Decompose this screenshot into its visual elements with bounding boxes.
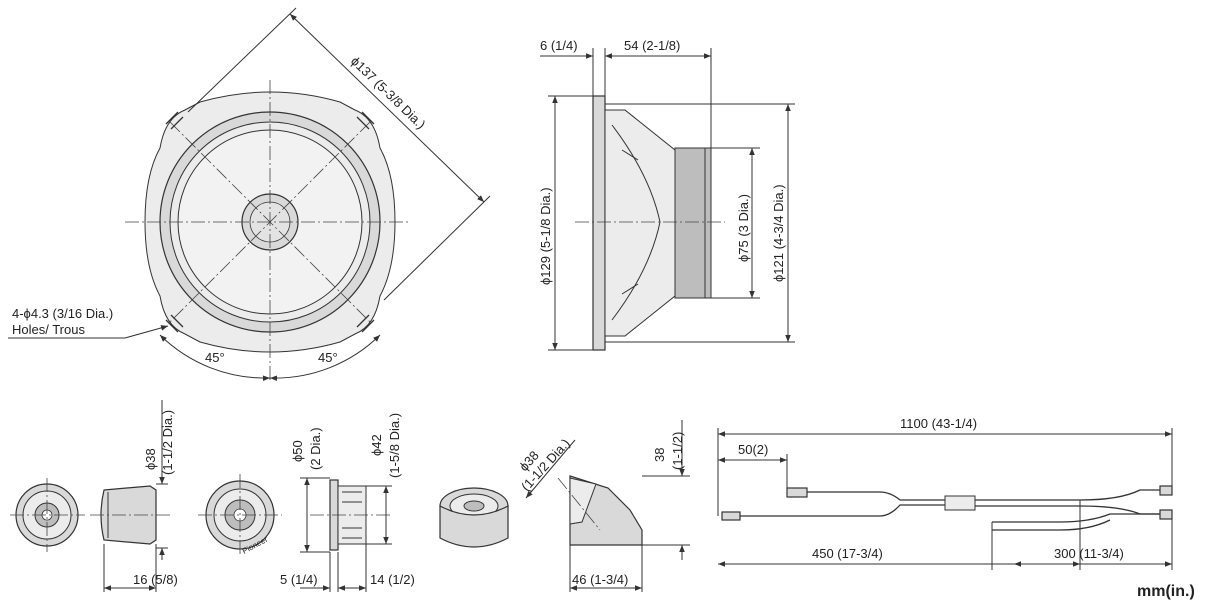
unit-label: mm(in.) — [1137, 583, 1195, 600]
connector-left — [786, 487, 808, 498]
tweeter-small-dia2: (1-1/2 Dia.) — [160, 410, 175, 475]
angle-left-label: 45° — [205, 350, 225, 365]
woofer-side-view: 6 (1/4) 54 (2-1/8) ϕ129 (5-1/8 Dia.) ϕ75… — [538, 38, 795, 351]
outer-dia-2: (2 Dia.) — [308, 427, 323, 470]
mount-dia-label: ϕ121 (4-3/4 Dia.) — [771, 184, 786, 282]
inner-dia-2: (1-5/8 Dia.) — [387, 413, 402, 478]
magnet-dia-label: ϕ75 (3 Dia.) — [736, 194, 751, 262]
inner-dia-1: ϕ42 — [369, 434, 384, 456]
cable-lead-label: 50(2) — [738, 442, 768, 457]
woofer-side-basket — [604, 109, 676, 337]
body-depth-label: 54 (2-1/8) — [624, 38, 680, 53]
woofer-front-view: ϕ137 (5-3/8 Dia.) 45° 45° 4-ϕ4.3 (3/16 D… — [8, 7, 491, 382]
flange-dia-label: ϕ129 (5-1/8 Dia.) — [538, 187, 553, 285]
holes-label-line2: Holes/ Trous — [12, 322, 85, 337]
flush-depth-label: 14 (1/2) — [370, 572, 415, 587]
angle-right-label: 45° — [318, 350, 338, 365]
flange-thickness-label: 5 (1/4) — [280, 572, 318, 587]
cable-left-run-label: 450 (17-3/4) — [812, 546, 883, 561]
woofer-side-flange — [592, 95, 606, 351]
cable-harness: 1100 (43-1/4) 50(2) 450 (17-3/4) 300 (11… — [717, 416, 1173, 570]
cable-total-label: 1100 (43-1/4) — [900, 416, 977, 431]
connector-tip — [721, 511, 741, 521]
angled-height-1: 38 — [652, 448, 667, 462]
flange-depth-label: 6 (1/4) — [540, 38, 578, 53]
cable-junction — [944, 495, 976, 511]
tweeter-flush-view: Pioneer ϕ50 (2 Dia.) ϕ42 (1-5/8 Dia.) 5 … — [198, 413, 415, 592]
tweeter-small-depth: 16 (5/8) — [133, 572, 178, 587]
tweeter-small-dia1: ϕ38 — [143, 448, 158, 470]
tweeter-small-view: ϕ38 (1-1/2 Dia.) 16 (5/8) — [10, 400, 178, 592]
connector-right-bottom — [1159, 509, 1173, 520]
outer-dia-1: ϕ50 — [290, 440, 305, 462]
connector-right-top — [1159, 485, 1173, 496]
cable-right-run-label: 300 (11-3/4) — [1054, 546, 1124, 561]
woofer-side-magnet — [674, 147, 712, 299]
angled-width-label: 46 (1-3/4) — [572, 572, 628, 587]
holes-label-line1: 4-ϕ4.3 (3/16 Dia.) — [12, 306, 113, 321]
angled-height-2: (1-1/2) — [670, 432, 685, 470]
tweeter-angled-view: 38 (1-1/2) ϕ38 (1-1/2 Dia.) 46 (1-3/4) — [439, 420, 690, 592]
